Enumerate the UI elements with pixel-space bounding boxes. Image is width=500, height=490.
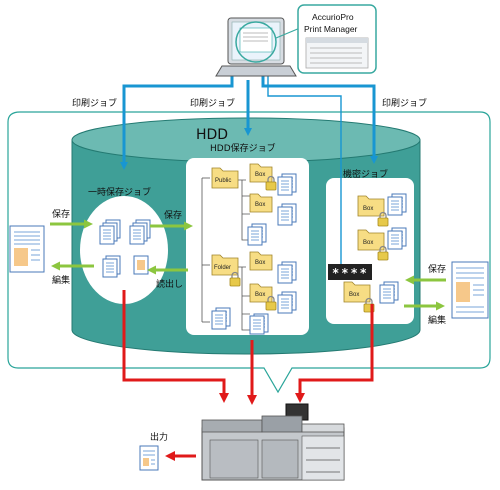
hdd-title: HDD [196, 127, 228, 143]
box-label-1: Box [255, 172, 265, 178]
app-name-line1: AccurioPro [312, 12, 354, 22]
box-label-4: Box [255, 292, 265, 298]
secure-box-label-3: Box [349, 292, 359, 298]
print-job-label-1: 印刷ジョブ [72, 97, 117, 109]
read-label: 読出し [156, 278, 183, 290]
secure-folders [343, 195, 385, 303]
edit-left-label: 編集 [52, 274, 70, 286]
secure-document-icon [451, 261, 489, 319]
save-in-label: 保存 [52, 208, 70, 220]
save-out-label: 保存 [164, 209, 182, 221]
output-document-icon [139, 445, 159, 471]
box-label-3: Box [255, 260, 265, 266]
printer-icon [201, 403, 345, 481]
folder-icon [211, 163, 273, 303]
computer-icon [215, 17, 297, 77]
output-arrows [122, 290, 374, 461]
password-box [328, 264, 372, 280]
secure-box-label-1: Box [363, 206, 373, 212]
secure-label: 機密ジョブ [343, 168, 388, 180]
green-arrows [50, 219, 446, 311]
zoom-circle [235, 21, 277, 63]
zoom-connector [275, 27, 301, 39]
box-label-2: Box [255, 202, 265, 208]
edit-right-label: 編集 [428, 314, 446, 326]
temporary-document-stack [99, 219, 151, 278]
folder-tree [201, 177, 250, 331]
save-right-label: 保存 [428, 263, 446, 275]
folder-folder-label: Folder [214, 265, 231, 271]
source-document-icon [9, 225, 45, 273]
output-label: 出力 [150, 431, 168, 443]
temporary-save-area [80, 196, 168, 304]
hdd-saved-panel [186, 158, 309, 335]
password-mask: **** [332, 266, 369, 280]
secure-box-label-2: Box [363, 240, 373, 246]
print-job-label-2: 印刷ジョブ [190, 97, 235, 109]
print-job-arrows [120, 76, 378, 266]
app-name-line2: Print Manager [304, 24, 358, 34]
temporary-save-label: 一時保存ジョブ [88, 186, 151, 198]
print-job-label-3: 印刷ジョブ [382, 97, 427, 109]
app-window-icon [297, 4, 377, 74]
folder-public-label: Public [215, 178, 231, 184]
hdd-saved-label: HDD保存ジョブ [210, 142, 276, 154]
